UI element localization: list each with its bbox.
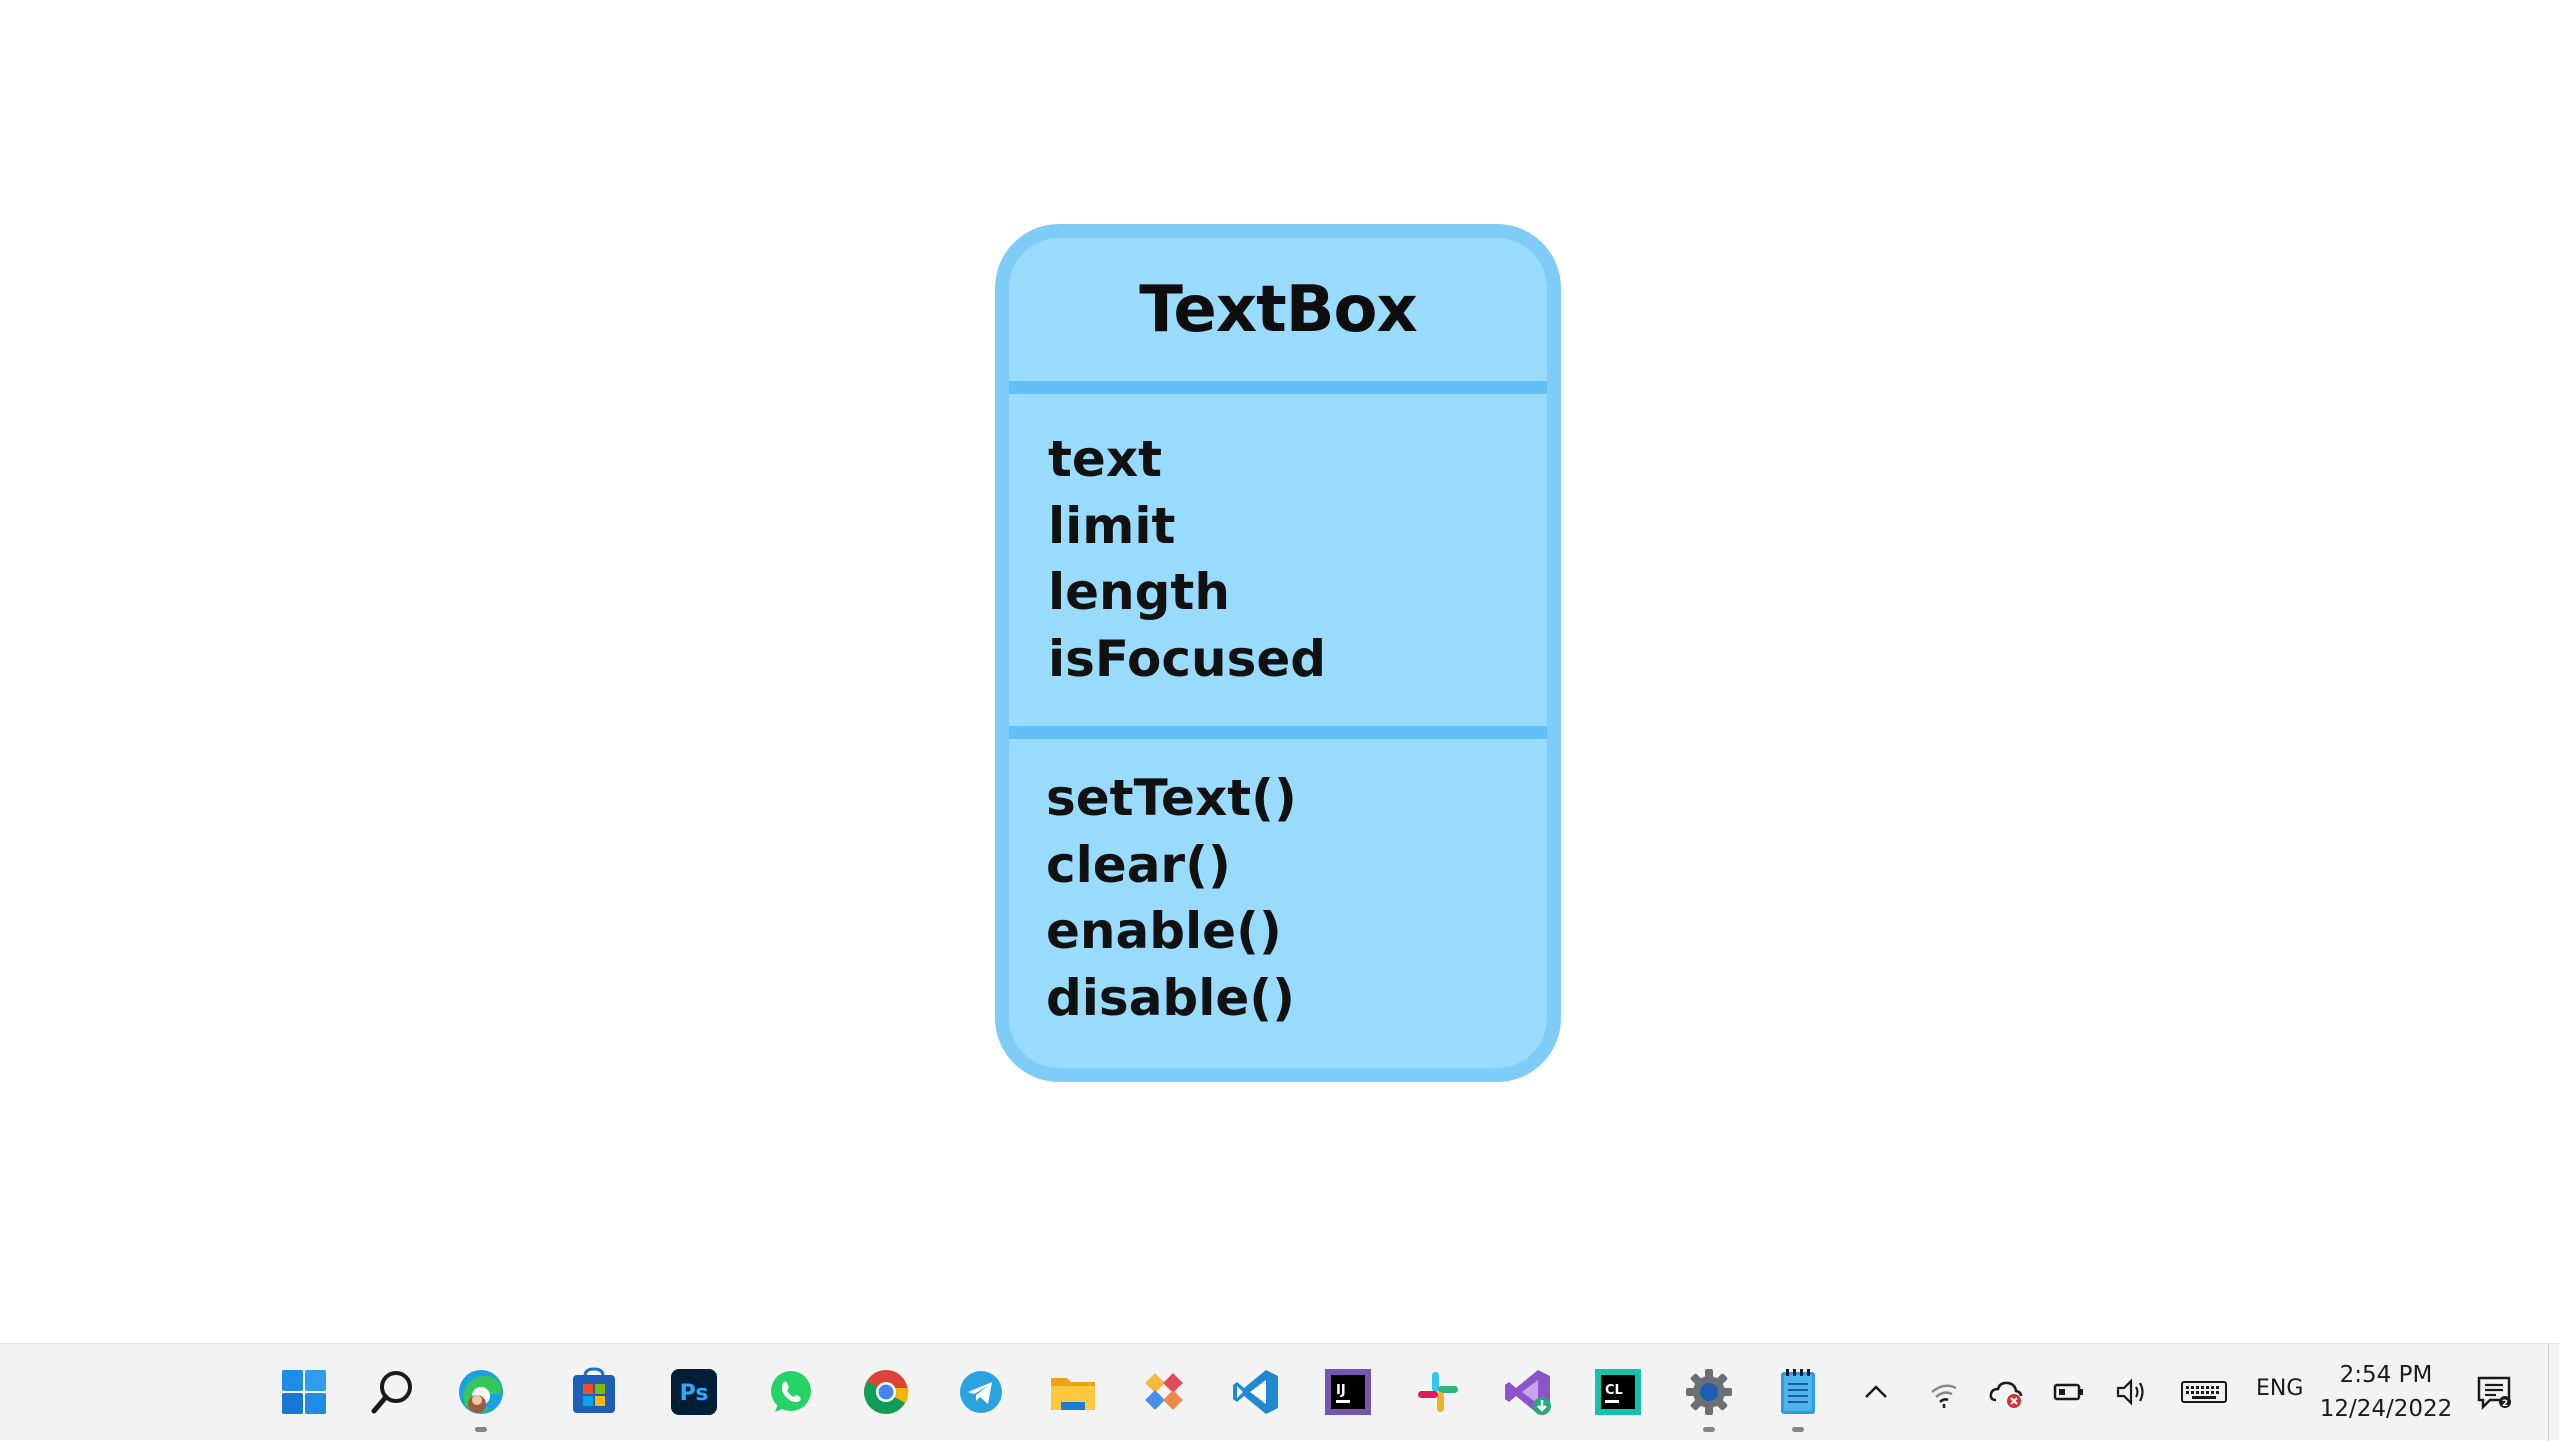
- search-icon[interactable]: [367, 1366, 419, 1418]
- network-icon[interactable]: [1926, 1374, 1962, 1410]
- telegram-icon[interactable]: [955, 1366, 1007, 1418]
- volume-icon[interactable]: [2114, 1374, 2150, 1410]
- svg-text:IJ: IJ: [1336, 1383, 1346, 1398]
- file-explorer-icon[interactable]: [1047, 1366, 1099, 1418]
- desktop: TextBox text limit length isFocused setT…: [995, 224, 1561, 1082]
- attributes-section: text limit length isFocused: [1048, 426, 1326, 692]
- methods-section: setText() clear() enable() disable(): [1046, 765, 1297, 1031]
- attribute: limit: [1048, 496, 1176, 555]
- uml-class-box: TextBox text limit length isFocused setT…: [995, 224, 1561, 1082]
- vscode-icon[interactable]: [1230, 1366, 1282, 1418]
- clock-time: 2:54 PM: [2339, 1362, 2433, 1388]
- attribute: isFocused: [1048, 629, 1327, 688]
- visual-studio-icon[interactable]: [1502, 1366, 1554, 1418]
- edge-icon[interactable]: [455, 1366, 507, 1432]
- running-indicator: [1792, 1427, 1804, 1432]
- svg-text:2: 2: [2502, 1399, 2508, 1409]
- settings-icon[interactable]: [1683, 1366, 1735, 1432]
- photoshop-icon[interactable]: Ps: [668, 1366, 720, 1418]
- class-name: TextBox: [1139, 272, 1417, 347]
- chrome-icon[interactable]: [860, 1366, 912, 1418]
- git-icon[interactable]: [1138, 1366, 1190, 1418]
- svg-text:Ps: Ps: [680, 1381, 709, 1406]
- method: disable(): [1046, 968, 1295, 1027]
- attribute: length: [1048, 563, 1230, 621]
- section-divider: [1009, 381, 1547, 394]
- method: enable(): [1046, 902, 1282, 960]
- chevron-up-icon[interactable]: [1858, 1374, 1894, 1410]
- method: clear(): [1046, 835, 1231, 894]
- section-divider: [1009, 726, 1547, 739]
- running-indicator: [1703, 1427, 1715, 1432]
- method: setText(): [1046, 769, 1297, 827]
- battery-icon[interactable]: [2051, 1374, 2087, 1410]
- start-icon[interactable]: [278, 1366, 330, 1418]
- clion-icon[interactable]: CL: [1592, 1366, 1644, 1418]
- slack-icon[interactable]: [1412, 1366, 1464, 1418]
- attribute: text: [1048, 430, 1162, 488]
- clock[interactable]: 2:54 PM 12/24/2022: [2318, 1358, 2454, 1426]
- intellij-icon[interactable]: IJ: [1322, 1366, 1374, 1418]
- language-indicator[interactable]: ENG: [2256, 1376, 2304, 1401]
- show-desktop-strip[interactable]: [2548, 1344, 2549, 1441]
- notification-icon[interactable]: 2: [2474, 1372, 2514, 1412]
- notepad-icon[interactable]: [1772, 1366, 1824, 1432]
- clock-date: 12/24/2022: [2319, 1396, 2453, 1422]
- store-icon[interactable]: [568, 1366, 620, 1418]
- taskbar: Ps: [0, 1343, 2559, 1441]
- keyboard-icon[interactable]: [2180, 1374, 2228, 1410]
- onedrive-error-icon[interactable]: [1988, 1374, 2024, 1410]
- whatsapp-icon[interactable]: [765, 1366, 817, 1418]
- svg-text:CL: CL: [1605, 1383, 1623, 1398]
- running-indicator: [475, 1427, 487, 1432]
